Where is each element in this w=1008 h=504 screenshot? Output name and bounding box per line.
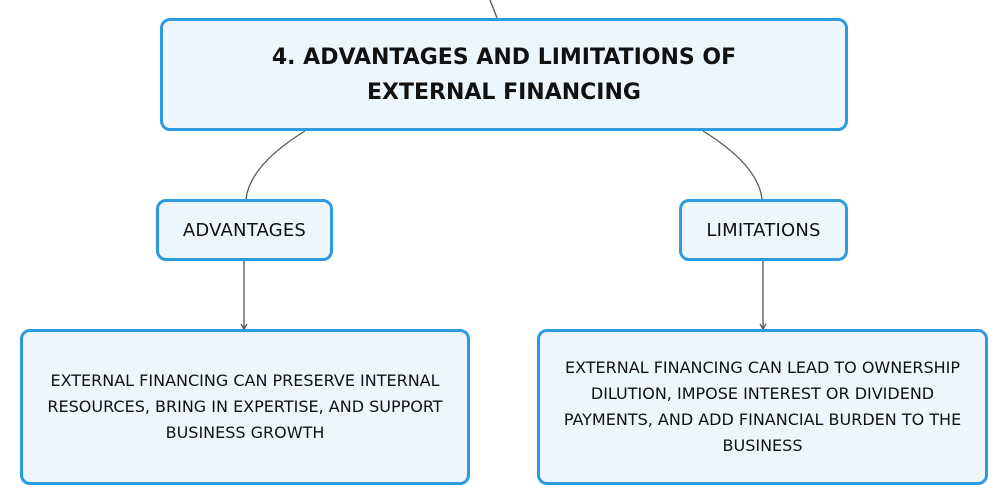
main-topic-title: 4. ADVANTAGES AND LIMITATIONS OF EXTERNA…	[271, 44, 737, 105]
branch-node-limitations[interactable]: LIMITATIONS	[679, 199, 848, 261]
detail-node-limitations[interactable]: EXTERNAL FINANCING CAN LEAD TO OWNERSHIP…	[537, 329, 988, 485]
connector-title-to-limitations	[702, 130, 763, 200]
branch-label-limitations: LIMITATIONS	[706, 219, 821, 241]
detail-node-advantages[interactable]: EXTERNAL FINANCING CAN PRESERVE INTERNAL…	[20, 329, 470, 485]
main-topic-node[interactable]: 4. ADVANTAGES AND LIMITATIONS OF EXTERNA…	[160, 18, 848, 131]
branch-node-advantages[interactable]: ADVANTAGES	[156, 199, 333, 261]
incoming-connector	[489, 0, 498, 19]
branch-label-advantages: ADVANTAGES	[182, 219, 307, 241]
detail-text-advantages: EXTERNAL FINANCING CAN PRESERVE INTERNAL…	[47, 371, 443, 442]
detail-text-limitations: EXTERNAL FINANCING CAN LEAD TO OWNERSHIP…	[563, 358, 962, 455]
connector-title-to-advantages	[245, 130, 306, 200]
